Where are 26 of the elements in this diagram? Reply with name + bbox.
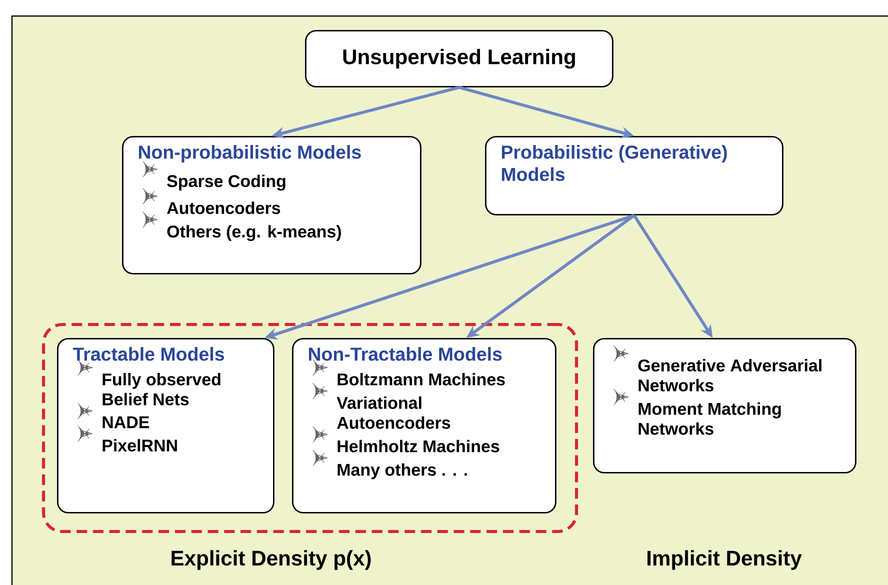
process-box — [485, 136, 784, 216]
box-heading: Non-Tractable Models — [308, 347, 502, 361]
density-label: Implicit Density — [648, 550, 802, 570]
process-box — [305, 30, 614, 88]
list-item: PixelRNN — [102, 439, 177, 452]
list-item: Others (e.g. k-means) — [167, 225, 341, 241]
list-item: Generative Adversarial Networks — [638, 359, 822, 392]
box-heading: Non-probabilistic Models — [138, 145, 361, 162]
list-item: Many others . . . — [338, 463, 467, 480]
list-item: NADE — [102, 416, 150, 428]
list-item: Helmholtz Machines — [338, 440, 500, 452]
box-title: Unsupervised Learning — [343, 48, 575, 69]
process-box — [122, 136, 422, 274]
process-box — [593, 338, 856, 474]
list-item: Sparse Coding — [167, 174, 286, 191]
dashed-group-box — [42, 323, 578, 534]
process-box — [292, 338, 556, 514]
list-item: Moment Matching Networks — [638, 402, 781, 435]
list-item: Fully observed Belief Nets — [102, 372, 220, 406]
list-item: Boltzmann Machines — [338, 372, 505, 386]
list-item: Autoencoders — [167, 202, 280, 214]
list-item: Variational Autoencoders — [336, 396, 450, 429]
process-box — [57, 338, 274, 514]
box-heading: Tractable Models — [72, 347, 224, 361]
density-label: Explicit Density p(x) — [172, 550, 371, 570]
box-heading: Probabilistic (Generative) Models — [502, 145, 727, 182]
